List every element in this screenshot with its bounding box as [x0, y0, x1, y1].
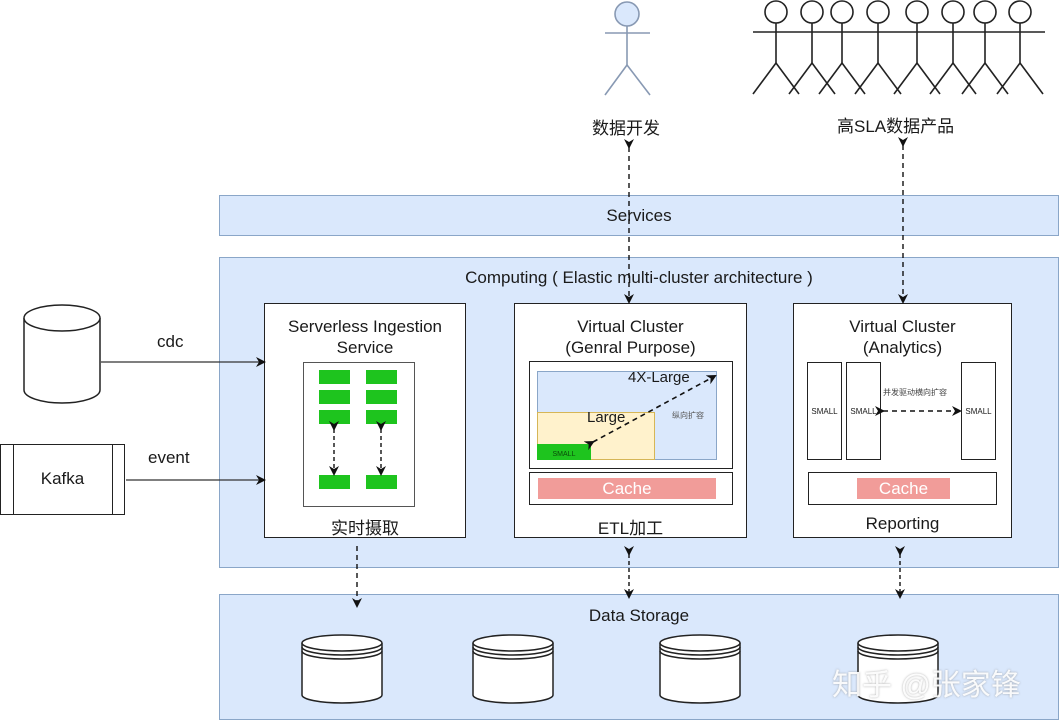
event-edge-label: event — [148, 448, 190, 467]
services-layer: Services — [219, 195, 1059, 236]
ingestion-service-box: Serverless Ingestion Service 实时摄取 — [264, 303, 466, 538]
ingestion-worker — [319, 475, 350, 489]
storage-title: Data Storage — [588, 606, 690, 625]
product-user-figure-icon — [752, 0, 800, 95]
ingestion-worker — [366, 390, 397, 404]
analytics-node-label: SMALL — [850, 406, 877, 416]
general-cache: Cache — [538, 478, 716, 499]
developer-label: 数据开发 — [592, 119, 660, 138]
products-stick-figure-group-icon — [752, 0, 1045, 95]
kafka-right-bar — [112, 445, 113, 514]
general-title-line2: (Genral Purpose) — [565, 338, 696, 357]
cdc-edge-label: cdc — [157, 332, 184, 351]
rdbms-cylinder-icon — [23, 304, 101, 404]
kafka-label: Kafka — [40, 469, 85, 488]
size-large-label: Large — [587, 409, 626, 426]
services-title: Services — [606, 206, 672, 225]
analytics-node: SMALL — [846, 362, 881, 460]
ingestion-worker — [319, 370, 350, 384]
general-footer: ETL加工 — [597, 519, 664, 538]
vertical-scale-note: 纵向扩容 — [672, 411, 704, 420]
product-user-figure-icon — [788, 0, 836, 95]
ingestion-worker — [366, 370, 397, 384]
ingestion-worker — [366, 475, 397, 489]
size-small-block: SMALL — [537, 444, 591, 460]
analytics-title-line2: (Analytics) — [862, 338, 943, 357]
analytics-cache: Cache — [857, 478, 950, 499]
product-user-figure-icon — [893, 0, 941, 95]
general-title: Virtual Cluster (Genral Purpose) — [515, 316, 746, 358]
ingestion-title-line1: Serverless Ingestion — [287, 317, 443, 336]
product-user-figure-icon — [961, 0, 1009, 95]
developer-stick-figure-icon — [604, 1, 651, 96]
horizontal-scale-note: 并发驱动横向扩容 — [883, 388, 947, 397]
analytics-node-label: SMALL — [811, 406, 838, 416]
analytics-title: Virtual Cluster (Analytics) — [794, 316, 1011, 358]
ingestion-worker — [319, 390, 350, 404]
analytics-node: SMALL — [807, 362, 842, 460]
ingestion-worker — [366, 410, 397, 424]
product-user-figure-icon — [996, 0, 1044, 95]
rdbms-label: RDBMS — [28, 360, 90, 379]
ingestion-footer: 实时摄取 — [331, 519, 399, 538]
watermark: 知乎 @张家锋 — [832, 669, 1021, 702]
product-user-figure-icon — [929, 0, 977, 95]
ingestion-title-line2: Service — [336, 338, 394, 357]
ingestion-title: Serverless Ingestion Service — [265, 316, 465, 358]
size-small-label: SMALL — [552, 451, 576, 458]
computing-title: Computing ( Elastic multi-cluster archit… — [465, 268, 813, 287]
general-title-line1: Virtual Cluster — [577, 317, 684, 336]
analytics-node: SMALL — [961, 362, 996, 460]
kafka-box: Kafka — [0, 444, 125, 515]
analytics-footer: Reporting — [865, 514, 940, 533]
kafka-left-bar — [13, 445, 14, 514]
analytics-title-line1: Virtual Cluster — [849, 317, 956, 336]
ingestion-worker — [319, 410, 350, 424]
analytics-node-label: SMALL — [965, 406, 992, 416]
product-user-figure-icon — [818, 0, 866, 95]
size-4xl-label: 4X-Large — [628, 369, 690, 386]
products-label: 高SLA数据产品 — [837, 117, 955, 136]
product-user-figure-icon — [854, 0, 902, 95]
